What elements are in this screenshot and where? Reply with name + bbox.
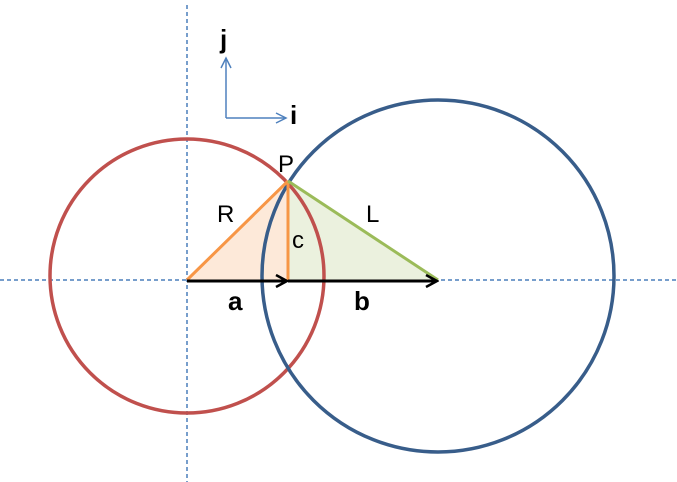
- edge-R: [185, 179, 290, 282]
- label-P: P: [278, 151, 294, 178]
- edge-L: [287, 179, 439, 282]
- label-a: a: [228, 286, 243, 316]
- label-L: L: [366, 201, 379, 228]
- label-R: R: [217, 201, 234, 228]
- blue-circle: [260, 98, 616, 454]
- label-i: i: [290, 100, 297, 130]
- red-circle: [48, 137, 326, 415]
- label-b: b: [354, 286, 370, 316]
- label-c: c: [292, 227, 304, 254]
- label-j: j: [219, 24, 227, 54]
